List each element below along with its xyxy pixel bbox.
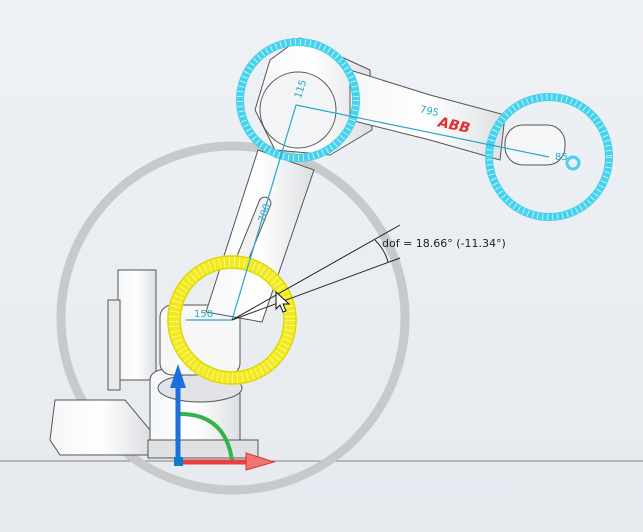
base-rotation-ring[interactable] xyxy=(56,141,410,495)
lower-arm[interactable] xyxy=(205,149,315,323)
upper-arm[interactable] xyxy=(349,69,566,166)
dimension-label-795: 795 xyxy=(419,104,440,119)
axis-arc-green[interactable] xyxy=(179,412,234,461)
wrist-joint-ring[interactable] xyxy=(485,93,613,221)
selected-joint-ring[interactable] xyxy=(167,255,297,385)
dimension-label-150: 150 xyxy=(194,309,213,320)
dimension-guides xyxy=(186,104,550,321)
arrow-pointer-icon xyxy=(275,290,291,313)
coordinate-gizmo[interactable] xyxy=(170,364,276,471)
shoulder-joint-ring[interactable] xyxy=(236,38,360,162)
abb-logo: ABB xyxy=(436,114,472,137)
dof-readout: dof = 18.66° (-11.34°) xyxy=(382,237,506,250)
dof-angle-indicator xyxy=(231,224,401,321)
gizmo-origin[interactable] xyxy=(174,457,183,466)
axis-up-arrowhead[interactable] xyxy=(170,364,186,388)
axis-right-arrowhead[interactable] xyxy=(245,452,276,471)
dimension-label-85: 85 xyxy=(555,152,568,163)
